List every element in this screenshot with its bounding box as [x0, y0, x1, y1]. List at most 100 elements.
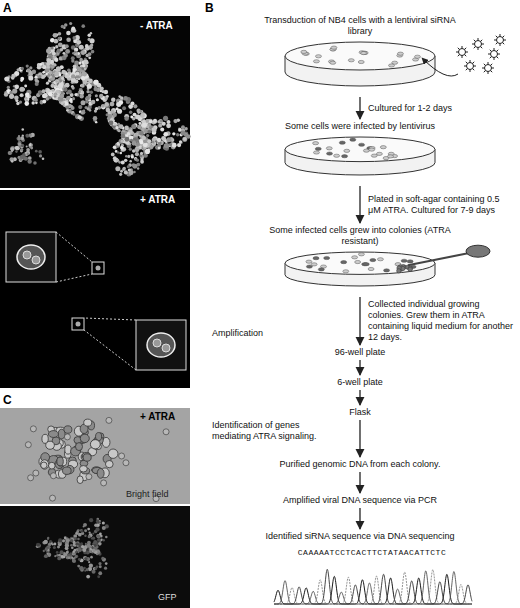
cell [86, 474, 92, 480]
cell-dot [39, 154, 42, 157]
flow-arrow [359, 508, 360, 529]
cell-dot [143, 124, 147, 128]
cell-dot [46, 58, 51, 63]
cell-dot [72, 553, 75, 556]
cell-dot [35, 150, 38, 153]
cell-dot [124, 126, 129, 131]
cell-dot [46, 82, 49, 85]
cell-dot [183, 137, 187, 141]
annotation: Amplification [212, 328, 263, 339]
flow-arrow [359, 186, 360, 223]
cell-dot [145, 149, 150, 154]
cell-dot [32, 70, 36, 74]
cell-dot [94, 567, 97, 570]
cell-dot [42, 93, 47, 98]
cell-dot [127, 165, 130, 168]
cell-dot [94, 524, 98, 528]
cell-dot [100, 539, 102, 541]
cell-dot [101, 557, 104, 560]
cell-dot [108, 114, 112, 118]
virus-particle [488, 48, 500, 60]
cell [123, 460, 129, 466]
micrograph [0, 506, 190, 608]
cell-dot [130, 116, 133, 119]
cell [147, 333, 175, 357]
cell [46, 441, 55, 449]
step-with-dish: Transduction of NB4 cells with a lentivi… [250, 14, 470, 96]
cell-dot [87, 548, 89, 550]
cell-dot [88, 52, 92, 56]
cell-dot [57, 545, 60, 548]
cell-dot [42, 100, 46, 104]
cell-dot [20, 67, 24, 71]
cell-dot [151, 140, 154, 143]
cell-dot [157, 138, 161, 142]
cell-dot [91, 50, 94, 53]
cell-dot [137, 111, 140, 114]
cell-dot [54, 543, 57, 546]
cell-dot [26, 145, 28, 147]
cell-dot [111, 108, 116, 113]
cell-dot [34, 78, 37, 81]
micrograph [0, 408, 190, 504]
cell-dot [160, 119, 163, 122]
inset [136, 320, 186, 370]
cell-dot [58, 37, 61, 40]
step-with-dish: Some infected cells grew into colonies (… [250, 224, 470, 296]
cell-dot [86, 544, 90, 548]
cell-dot [78, 547, 81, 550]
cell-dot [65, 543, 69, 547]
cell [33, 470, 39, 476]
cell-dot [91, 50, 94, 53]
cell-dot [134, 158, 137, 161]
cell-dot [122, 167, 126, 171]
cell-dot [88, 78, 93, 83]
cell-dot [59, 550, 63, 554]
cell-dot [71, 59, 74, 62]
cell-dot [30, 147, 33, 150]
cell-dot [8, 151, 12, 155]
step-label: Some cells were infected by lentivirus [253, 121, 467, 132]
cell-dot [74, 553, 76, 555]
cell-dot [102, 526, 106, 530]
cell-dot [172, 143, 177, 148]
cell-dot [38, 75, 41, 78]
cell-dot [46, 69, 50, 73]
cell-dot [78, 91, 81, 94]
cell-dot [54, 555, 56, 557]
cell-dot [60, 94, 65, 99]
cell [76, 322, 81, 327]
cell-dot [98, 542, 102, 546]
cell-dot [47, 537, 49, 539]
cell-dot [43, 550, 45, 552]
cell-dot [74, 93, 77, 96]
cell-dot [45, 548, 48, 551]
cell-dot [89, 564, 93, 568]
cell-dot [33, 161, 37, 165]
cell-dot [11, 160, 14, 163]
cell-dot [177, 143, 181, 147]
cell-dot [131, 156, 134, 159]
cell [41, 460, 49, 469]
cell-dot [70, 539, 73, 542]
cell-dot [44, 554, 48, 558]
cell-dot [98, 552, 102, 556]
cell-dot [62, 539, 65, 542]
cell-dot [89, 533, 93, 537]
zoom-line [84, 318, 136, 320]
cell-dot [39, 63, 42, 66]
cell-dot [139, 140, 143, 144]
cell-dot [78, 105, 82, 109]
cell-dot [60, 80, 62, 82]
cell-dot [78, 115, 82, 119]
cell-dot [60, 48, 63, 51]
cell-dot [140, 158, 143, 161]
cell [25, 442, 31, 448]
cell-dot [97, 552, 99, 554]
cell-dot [124, 159, 127, 162]
cell [64, 434, 70, 440]
cell-dot [73, 553, 75, 555]
cell-dot [11, 74, 15, 78]
cell-dot [140, 152, 143, 155]
cell-dot [112, 113, 117, 118]
